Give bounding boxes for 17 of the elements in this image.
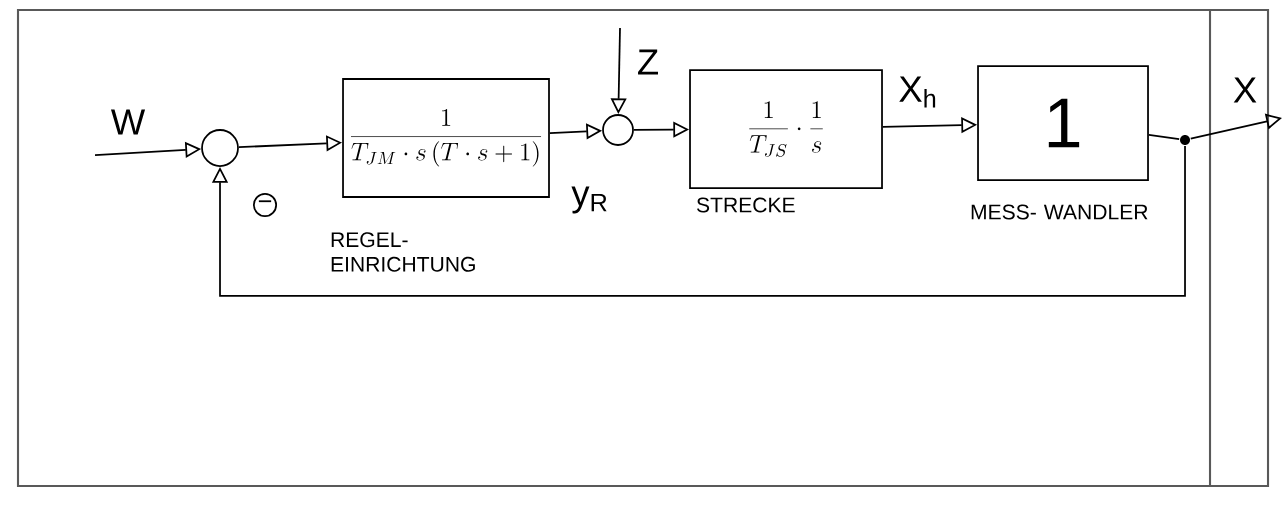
edge-label: y$_{R}$ [571,186,607,214]
summing-junction [201,129,239,167]
summing-junction [602,114,634,146]
edge-label: W [111,109,146,135]
edge-label: X$_{h}$ [899,76,936,108]
signal-line [1148,134,1181,141]
edge-label: X [1233,77,1257,103]
block-caption: REGEL- EINRICHTUNG [331,232,475,272]
minus-sign: − [253,192,278,218]
block-caption: STRECKE [697,197,795,213]
transfer-block: $\frac{1}{T_{JM}\cdot s\,(T\cdot s+1)}$ [342,78,550,198]
block-caption: MESS- WANDLER [971,204,1148,220]
transfer-block: 1 [977,65,1149,181]
branch-point [1180,135,1190,145]
transfer-block: $\frac{1}{T_{JS}}\cdot\frac{1}{s}$ [689,69,883,189]
edge-label: Z [638,49,658,75]
signal-arrow [211,145,1186,297]
